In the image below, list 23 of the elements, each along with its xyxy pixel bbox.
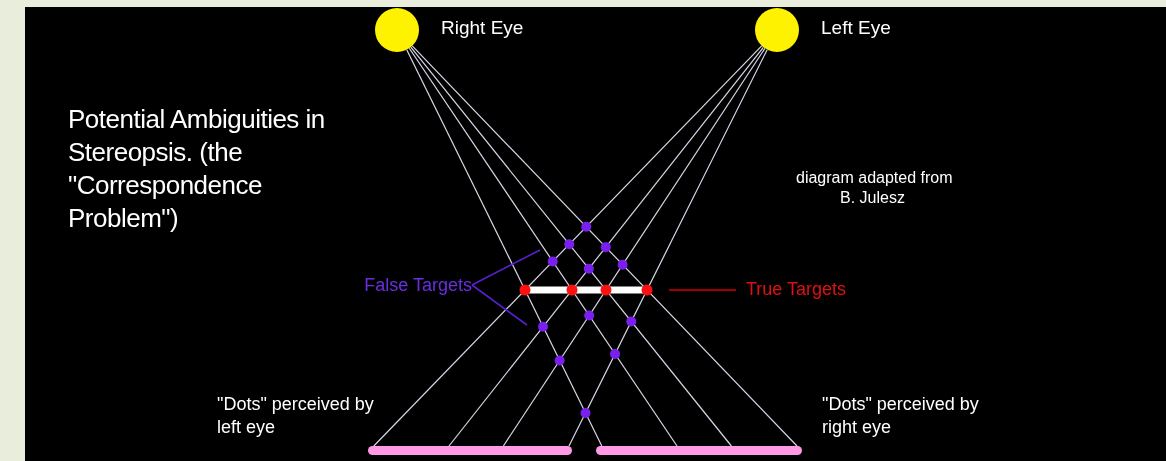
target-label: True Targets: [745, 277, 846, 301]
leader-line: [471, 284, 528, 326]
sight-line: [410, 46, 732, 447]
retina-bar: [596, 446, 802, 455]
title: Potential Ambiguities in Stereopsis. (the "Correspondence Problem"): [68, 103, 326, 235]
sight-line: [406, 49, 603, 447]
node-label: "Dots" perceived by right eye: [822, 393, 980, 439]
sight-line: [448, 46, 764, 447]
leader-line: [471, 249, 541, 286]
sight-line: [568, 49, 768, 447]
retina-bar: [368, 446, 572, 455]
target-bar-drawing: [519, 284, 653, 296]
eye-label: Right Eye: [441, 16, 524, 40]
target-label: False Targets: [364, 273, 472, 297]
sight-line: [411, 45, 798, 447]
node-label: "Dots" perceived by left eye: [217, 393, 375, 439]
leader-line: [668, 289, 737, 291]
sight-line: [408, 47, 678, 447]
sight-line: [373, 45, 763, 447]
credit-note: diagram adapted from: [796, 168, 953, 188]
eye-label: Left Eye: [821, 16, 891, 40]
sight-line: [502, 47, 766, 447]
credit-note: B. Julesz: [840, 188, 905, 208]
